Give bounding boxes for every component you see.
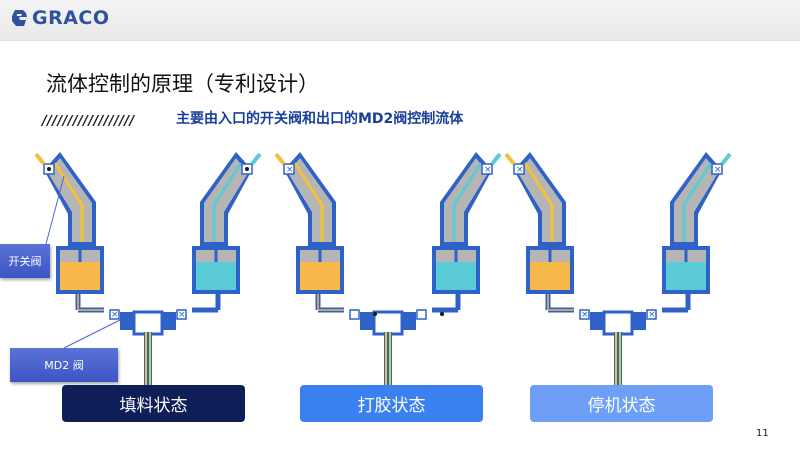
state-dispense-button[interactable]: 打胶状态 [300,385,483,422]
logo-text: GRACO [32,7,110,29]
state-stop-button[interactable]: 停机状态 [530,385,713,422]
md2-closed-icon: × [648,310,656,320]
decor-slashes: ////////////////// [42,114,135,129]
state-fill-button[interactable]: 填料状态 [62,385,245,422]
inlet-closed-icon: × [516,165,524,175]
switch-valve-callout: 开关阀 [0,244,50,278]
unit-fill-state: × × [36,152,260,388]
callout-line-md2-valve [63,319,121,349]
md2-valve-label: MD2 阀 [44,359,84,372]
md2-closed-icon: × [581,310,589,320]
inlet-closed-icon: × [286,165,294,175]
unit-dispense-state: × × [276,152,500,388]
inlet-closed-icon: × [484,165,492,175]
slide-subtitle: 主要由入口的开关阀和出口的MD2阀控制流体 [176,111,464,127]
unit-stop-state: × × × × [506,152,730,388]
state-dispense-label: 打胶状态 [357,396,426,416]
state-fill-label: 填料状态 [119,396,188,416]
md2-closed-icon: × [111,310,119,320]
md2-valve-callout: MD2 阀 [10,348,118,382]
switch-valve-label: 开关阀 [8,255,42,268]
md2-open-icon [373,312,377,316]
md2-open-icon [440,312,444,316]
md2-closed-icon: × [178,310,186,320]
slide-title: 流体控制的原理（专利设计） [46,72,319,96]
inlet-open-icon [47,167,51,171]
inlet-closed-icon: × [714,165,722,175]
page-number: 11 [756,428,769,439]
inlet-open-icon [245,167,249,171]
graco-g-icon [12,10,27,26]
header-bar: GRACO [0,0,800,41]
graco-logo: GRACO [10,7,110,29]
callout-line-switch-valve [45,175,65,245]
state-stop-label: 停机状态 [587,396,656,416]
